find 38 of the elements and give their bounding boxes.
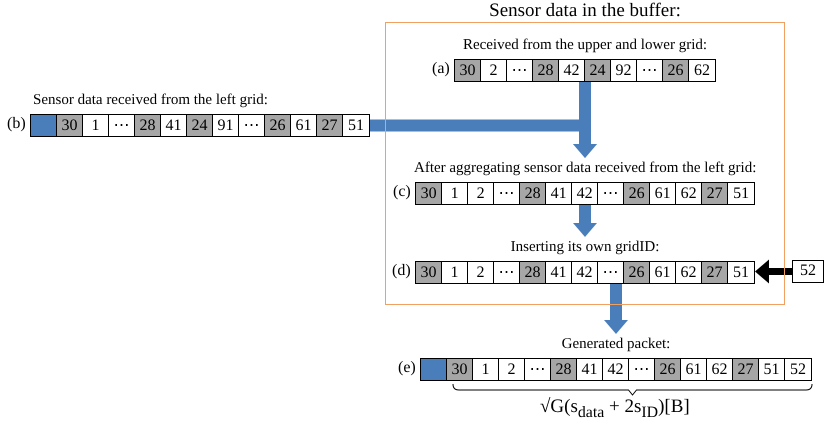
data-cell: 30 — [416, 183, 442, 204]
data-cell: 24 — [585, 60, 611, 81]
data-cell: 28 — [520, 262, 546, 283]
data-cell: 26 — [624, 183, 650, 204]
data-cell: 52 — [792, 260, 824, 283]
arrow — [573, 205, 597, 237]
formula-text: √G(s$_{data}$ + 2s$_{ID}$)[B] — [540, 396, 690, 422]
arrow — [370, 120, 597, 158]
row-heading: Received from the upper and lower grid: — [462, 36, 708, 55]
data-cell: 26 — [663, 60, 689, 81]
data-cell: 30 — [447, 359, 473, 380]
row-heading: After aggregating sensor data received from the left grid: — [414, 159, 756, 178]
data-cell: 28 — [533, 60, 559, 81]
data-cell: 27 — [702, 183, 728, 204]
data-cell: 24 — [187, 115, 213, 136]
data-cell: 26 — [655, 359, 681, 380]
data-cell: 27 — [702, 262, 728, 283]
arrow — [604, 284, 628, 334]
data-cell: 28 — [135, 115, 161, 136]
data-cell: 28 — [520, 183, 546, 204]
data-cell: 27 — [317, 115, 343, 136]
row-label: (c) — [393, 182, 411, 202]
row-label: (b) — [7, 114, 26, 134]
data-cell: 30 — [455, 60, 481, 81]
data-cell: 27 — [733, 359, 759, 380]
row-label: (a) — [432, 59, 450, 79]
arrow — [755, 260, 792, 284]
data-cell: 30 — [416, 262, 442, 283]
row-heading: Inserting its own gridID: — [510, 238, 660, 257]
section-title: Sensor data in the buffer: — [488, 0, 682, 22]
row-heading: Generated packet: — [562, 335, 670, 354]
row-label: (e) — [398, 358, 416, 378]
data-cell: 30 — [57, 115, 83, 136]
row-heading: Sensor data received from the left grid: — [33, 91, 268, 110]
data-cell: 26 — [624, 262, 650, 283]
data-cell: 26 — [265, 115, 291, 136]
row-label: (d) — [392, 261, 411, 281]
data-cell: 28 — [551, 359, 577, 380]
